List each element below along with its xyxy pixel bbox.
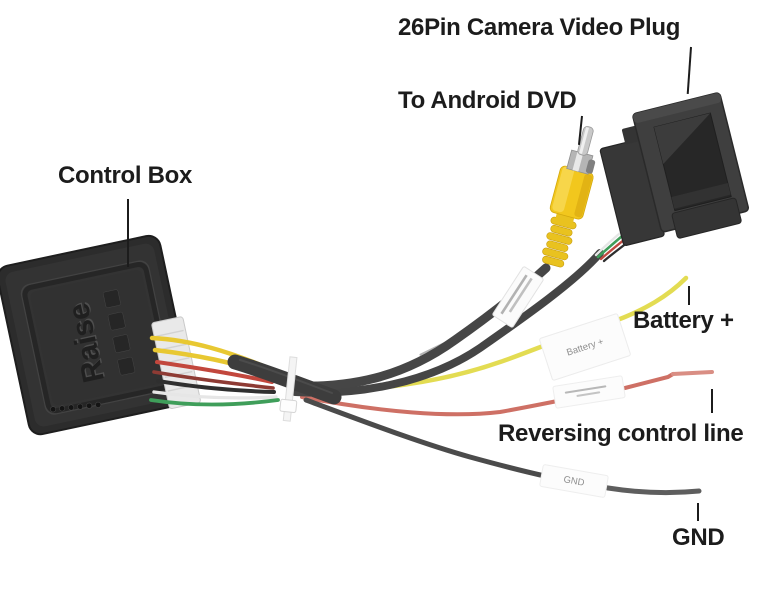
label-control-box: Control Box [58, 162, 193, 189]
connector-wire-stubs [149, 335, 280, 407]
harness-bundle [227, 354, 342, 405]
label-26pin-camera-video-plug: 26Pin Camera Video Plug [398, 14, 681, 41]
green-stub [149, 398, 280, 407]
leader-line-control-box [127, 199, 129, 267]
black-stub [156, 379, 276, 394]
battery-tag-paper [539, 313, 631, 381]
maroon-stub [152, 370, 275, 390]
cable-tie-head [279, 398, 298, 414]
reversing-wire-tip [671, 370, 714, 376]
gnd-wire-tag: GND [539, 464, 609, 498]
camera-cable [291, 249, 604, 397]
connector-recess-shine [654, 113, 711, 165]
connector-lip [671, 183, 731, 209]
harness-bundle-sheen [239, 359, 333, 394]
camera-connector-26pin [599, 92, 749, 246]
control-box: Raise Raise [0, 234, 201, 436]
cable-tie [279, 356, 298, 422]
rca-plug [542, 126, 596, 268]
red-stub [155, 360, 274, 384]
leader-line-gnd [697, 503, 699, 521]
rca-metal-tip [566, 126, 596, 175]
gnd-tag-text: GND [563, 474, 586, 489]
rca-strain-relief [542, 216, 577, 268]
connector-top-bevel [633, 93, 722, 123]
cable-label-sticker [492, 266, 544, 328]
label-gnd: GND [672, 524, 725, 551]
gnd-tag-paper [539, 464, 609, 498]
battery-wire-tag: Battery + [539, 313, 631, 381]
leader-line-reversing [711, 389, 713, 413]
rca-side-prong [585, 159, 596, 174]
label-reversing-control-line: Reversing control line [498, 420, 744, 447]
reversing-tag-print-1 [564, 385, 607, 394]
white-stub [152, 390, 278, 400]
connector-bottom-step [671, 197, 742, 239]
reversing-tag-print-2 [576, 391, 601, 397]
embossed-chinese-marks [103, 289, 136, 376]
label-battery-plus: Battery + [633, 307, 734, 334]
reversing-tag-paper [552, 375, 626, 409]
vent-holes [50, 401, 102, 413]
gnd-wire-tip [605, 485, 702, 496]
leader-line-battery [688, 286, 690, 305]
label-to-android-dvd: To Android DVD [398, 87, 577, 114]
reversing-wire-tag [552, 375, 626, 409]
rca-body [549, 165, 594, 220]
